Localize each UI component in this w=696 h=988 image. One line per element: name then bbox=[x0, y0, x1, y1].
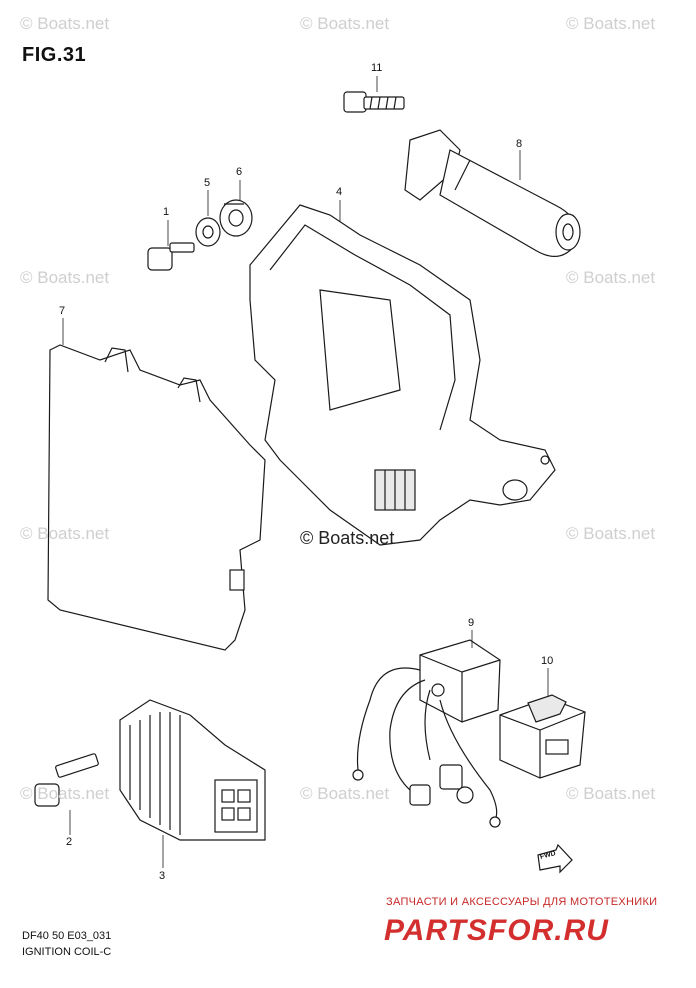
callout-4: 4 bbox=[336, 186, 343, 198]
watermark: © Boats.net bbox=[20, 268, 110, 287]
callout-2: 2 bbox=[66, 836, 73, 848]
part-6-grommet bbox=[219, 199, 253, 237]
watermark: © Boats.net bbox=[20, 524, 110, 543]
part-9-cdi-unit bbox=[352, 639, 501, 828]
callout-7: 7 bbox=[59, 305, 66, 317]
part-10-relay bbox=[499, 694, 586, 779]
part-1-bolt bbox=[147, 242, 195, 271]
watermark: © Boats.net bbox=[566, 14, 656, 33]
callout-3: 3 bbox=[159, 870, 166, 882]
figure-title: FIG.31 bbox=[22, 44, 87, 66]
shop-subtitle: ЗАПЧАСТИ И АКСЕССУАРЫ ДЛЯ МОТОТЕХНИКИ bbox=[386, 896, 658, 908]
callout-9: 9 bbox=[468, 617, 475, 629]
part-3-rectifier bbox=[119, 699, 266, 841]
figure-name: IGNITION COIL-C bbox=[22, 946, 112, 958]
part-8-ignition-coil bbox=[404, 129, 581, 257]
callout-8: 8 bbox=[516, 138, 523, 150]
part-4-bracket bbox=[249, 204, 556, 546]
part-2-bolt bbox=[34, 753, 99, 807]
fwd-badge bbox=[537, 843, 573, 874]
figure-code: DF40 50 E03_031 bbox=[22, 930, 112, 942]
watermark: © Boats.net bbox=[566, 524, 656, 543]
callout-1: 1 bbox=[163, 206, 170, 218]
callout-11: 11 bbox=[371, 62, 383, 74]
shop-logo[interactable]: PARTSFOR.RU bbox=[384, 914, 609, 947]
part-11-bolt bbox=[343, 91, 405, 113]
watermark: © Boats.net bbox=[300, 784, 390, 803]
callout-6: 6 bbox=[236, 166, 243, 178]
callout-5: 5 bbox=[204, 177, 211, 189]
watermark: © Boats.net bbox=[566, 268, 656, 287]
part-7-cover bbox=[47, 344, 266, 651]
callout-10: 10 bbox=[541, 655, 554, 667]
part-5-washer bbox=[195, 217, 221, 247]
watermark: © Boats.net bbox=[20, 784, 110, 803]
watermark: © Boats.net bbox=[20, 14, 110, 33]
watermark: © Boats.net bbox=[566, 784, 656, 803]
watermark: © Boats.net bbox=[300, 14, 390, 33]
watermark-center: © Boats.net bbox=[300, 528, 395, 548]
